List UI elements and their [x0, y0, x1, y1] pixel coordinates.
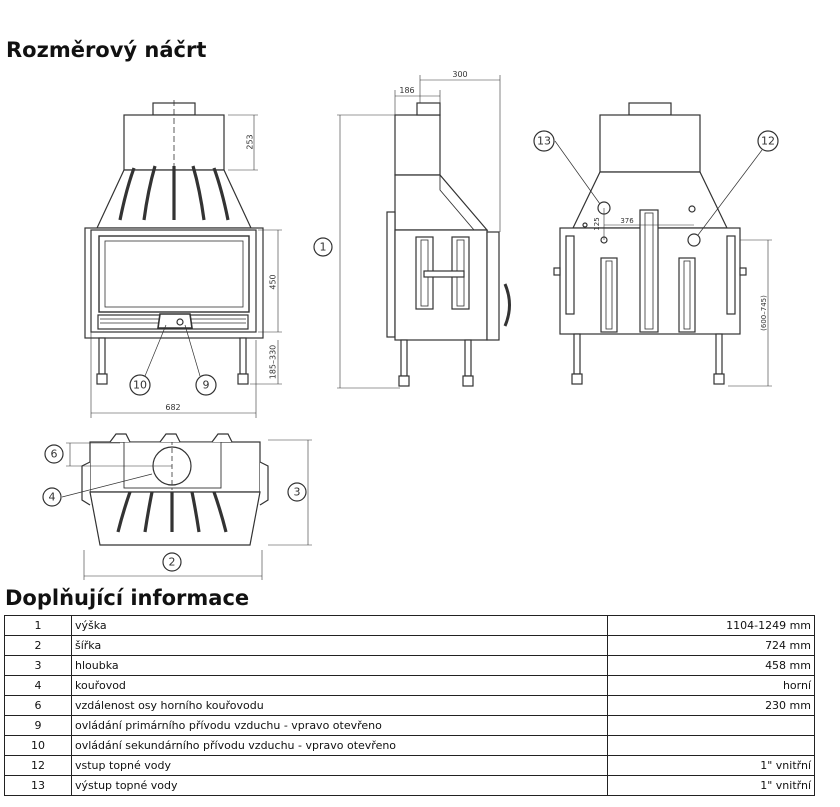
row-label: ovládání primárního přívodu vzduchu - vp…	[71, 715, 608, 736]
row-label: výstup topné vody	[71, 775, 608, 796]
row-value: 458 mm	[607, 655, 815, 676]
table-row: 6 vzdálenost osy horního kouřovodu 230 m…	[4, 695, 815, 716]
dim-125-label: 125	[593, 217, 601, 230]
row-label: výška	[71, 615, 608, 636]
callout-4: 4	[49, 491, 56, 504]
dimension-drawing: 253 450 185–330 682 300 186 125 376 (600…	[42, 70, 779, 580]
callout-6: 6	[51, 448, 58, 461]
front-view	[84, 100, 282, 418]
row-label: šířka	[71, 635, 608, 656]
dim-450-label: 450	[269, 274, 278, 289]
row-number: 3	[4, 655, 72, 676]
callout-3: 3	[294, 486, 301, 499]
row-number: 9	[4, 715, 72, 736]
table-row: 12 vstup topné vody 1" vnitřní	[4, 755, 815, 776]
callout-10: 10	[133, 379, 147, 392]
row-label: vzdálenost osy horního kouřovodu	[71, 695, 608, 716]
row-value: 230 mm	[607, 695, 815, 716]
info-section-title: Doplňující informace	[5, 586, 250, 610]
row-number: 12	[4, 755, 72, 776]
info-table: 1 výška 1104-1249 mm 2 šířka 724 mm 3 hl…	[4, 615, 815, 796]
row-number: 10	[4, 735, 72, 756]
row-number: 2	[4, 635, 72, 656]
callout-2: 2	[169, 556, 176, 569]
row-number: 6	[4, 695, 72, 716]
drawing-section-title: Rozměrový náčrt	[6, 38, 207, 62]
table-row: 9 ovládání primárního přívodu vzduchu - …	[4, 715, 815, 736]
dim-600-745-label: (600–745)	[760, 295, 768, 331]
row-number: 4	[4, 675, 72, 696]
row-label: vstup topné vody	[71, 755, 608, 776]
callout-12: 12	[761, 135, 775, 148]
row-value: horní	[607, 675, 815, 696]
dim-185-330-label: 185–330	[269, 345, 278, 380]
row-label: kouřovod	[71, 675, 608, 696]
dim-186-label: 186	[399, 86, 414, 95]
table-row: 3 hloubka 458 mm	[4, 655, 815, 676]
dim-300-label: 300	[452, 70, 467, 79]
dim-253-label: 253	[246, 134, 255, 149]
row-label: hloubka	[71, 655, 608, 676]
row-number: 1	[4, 615, 72, 636]
callout-1: 1	[320, 241, 327, 254]
row-value: 1" vnitřní	[607, 755, 815, 776]
table-row: 10 ovládání sekundárního přívodu vzduchu…	[4, 735, 815, 756]
callout-13: 13	[537, 135, 551, 148]
row-value	[607, 715, 815, 736]
dim-376-label: 376	[620, 217, 634, 225]
table-row: 4 kouřovod horní	[4, 675, 815, 696]
table-row: 13 výstup topné vody 1" vnitřní	[4, 775, 815, 796]
top-view	[42, 433, 312, 580]
table-row: 1 výška 1104-1249 mm	[4, 615, 815, 636]
row-value	[607, 735, 815, 756]
dim-682-label: 682	[165, 403, 180, 412]
row-label: ovládání sekundárního přívodu vzduchu - …	[71, 735, 608, 756]
rear-view	[533, 102, 779, 387]
row-number: 13	[4, 775, 72, 796]
row-value: 724 mm	[607, 635, 815, 656]
callout-9: 9	[203, 379, 210, 392]
row-value: 1104-1249 mm	[607, 615, 815, 636]
side-view	[313, 75, 511, 389]
row-value: 1" vnitřní	[607, 775, 815, 796]
table-row: 2 šířka 724 mm	[4, 635, 815, 656]
